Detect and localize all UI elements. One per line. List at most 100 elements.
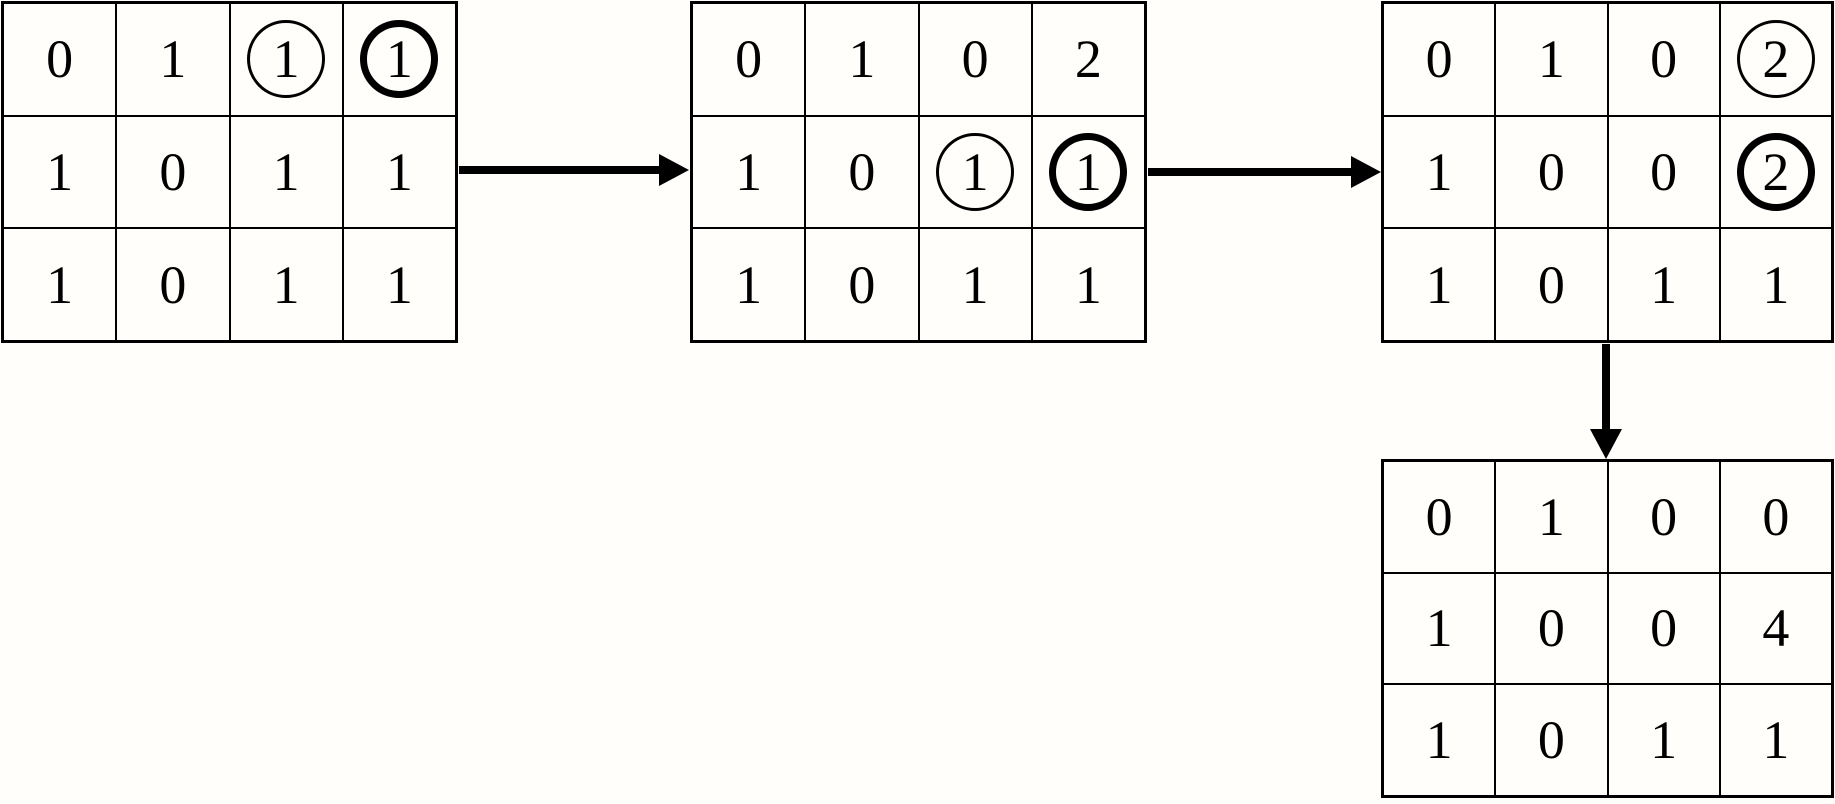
matrix-step-4: 0 1 0 0 1 0 0 4 1 0 1 1	[1381, 459, 1834, 798]
cell-value: 1	[1425, 141, 1453, 202]
grid-cell: 0	[116, 115, 230, 229]
cell-value: 4	[1762, 598, 1790, 659]
cell-value: 1	[1537, 486, 1565, 547]
grid-cell: 1	[3, 115, 117, 229]
grid-cell: 1	[342, 3, 456, 116]
grid-cell: 0	[1495, 228, 1608, 341]
grid-cell: 1	[692, 115, 806, 229]
cell-value: 0	[1650, 598, 1678, 659]
cell-value: 1	[1650, 710, 1678, 771]
arrow-head-right-icon	[1351, 156, 1381, 188]
cell-value: 0	[1537, 598, 1565, 659]
grid-cell: 1	[229, 115, 343, 229]
grid-cell: 0	[692, 3, 806, 116]
cell-value: 0	[735, 29, 763, 90]
grid-cell: 1	[1383, 228, 1496, 341]
arrow-step3-to-step4	[1590, 344, 1622, 459]
grid-cell: 0	[3, 3, 117, 116]
cell-value-circled-bold: 1	[1049, 132, 1128, 211]
grid-cell: 0	[805, 228, 919, 341]
cell-value-circled-thin: 1	[936, 132, 1015, 211]
grid-cell: 0	[1495, 684, 1608, 796]
cell-value: 1	[1762, 254, 1790, 315]
cell-value: 1	[1425, 254, 1453, 315]
cell-value: 1	[735, 254, 763, 315]
grid-cell: 1	[1031, 115, 1145, 229]
grid-cell: 1	[3, 228, 117, 341]
grid-cell: 0	[1607, 572, 1720, 685]
cell-value: 0	[1537, 254, 1565, 315]
grid-cell: 1	[1719, 228, 1832, 341]
cell-value: 1	[1537, 29, 1565, 90]
cell-value: 1	[272, 254, 300, 315]
grid-cell: 0	[1607, 115, 1720, 229]
cell-value: 0	[1650, 29, 1678, 90]
cell-value: 0	[159, 141, 187, 202]
grid-cell: 1	[1607, 684, 1720, 796]
arrow-step2-to-step3	[1148, 156, 1381, 188]
cell-value-circled-thin: 1	[247, 20, 326, 99]
cell-value: 2	[1074, 29, 1102, 90]
cell-value: 0	[46, 29, 74, 90]
grid-cell: 4	[1719, 572, 1832, 685]
grid-cell: 0	[1383, 3, 1496, 116]
cell-value: 1	[1074, 254, 1102, 315]
grid-cell: 0	[116, 228, 230, 341]
cell-value: 1	[159, 29, 187, 90]
cell-value: 0	[1650, 486, 1678, 547]
cell-value: 1	[1425, 598, 1453, 659]
cell-value-circled-bold: 1	[360, 20, 439, 99]
cell-value-circled-bold: 2	[1736, 132, 1815, 211]
grid-cell: 0	[1607, 3, 1720, 116]
cell-value: 1	[1425, 710, 1453, 771]
grid-cell: 2	[1719, 115, 1832, 229]
arrow-head-right-icon	[659, 154, 689, 186]
cell-value: 0	[1762, 486, 1790, 547]
grid-cell: 1	[229, 228, 343, 341]
grid-cell: 1	[229, 3, 343, 116]
arrow-head-down-icon	[1590, 429, 1622, 459]
cell-value-circled-thin: 2	[1736, 20, 1815, 99]
cell-value: 1	[272, 141, 300, 202]
grid-cell: 0	[1719, 461, 1832, 573]
cell-value: 1	[848, 29, 876, 90]
grid-cell: 0	[1383, 461, 1496, 573]
grid-cell: 1	[1383, 115, 1496, 229]
cell-value: 1	[735, 141, 763, 202]
cell-value: 0	[961, 29, 989, 90]
matrix-step-3: 0 1 0 2 1 0 0 2 1 0 1 1	[1381, 1, 1834, 343]
grid-cell: 1	[1495, 3, 1608, 116]
cell-value: 1	[385, 254, 413, 315]
grid-cell: 0	[1607, 461, 1720, 573]
cell-value: 0	[159, 254, 187, 315]
grid-cell: 0	[918, 3, 1032, 116]
cell-value: 0	[848, 254, 876, 315]
grid-cell: 1	[1607, 228, 1720, 341]
cell-value: 1	[46, 141, 74, 202]
cell-value: 1	[961, 254, 989, 315]
grid-cell: 0	[1495, 115, 1608, 229]
grid-cell: 1	[342, 228, 456, 341]
grid-cell: 1	[918, 228, 1032, 341]
cell-value: 1	[46, 254, 74, 315]
cell-value: 0	[1537, 141, 1565, 202]
grid-cell: 1	[1495, 461, 1608, 573]
cell-value: 0	[848, 141, 876, 202]
grid-cell: 1	[342, 115, 456, 229]
cell-value: 0	[1537, 710, 1565, 771]
grid-cell: 1	[1383, 572, 1496, 685]
grid-cell: 1	[805, 3, 919, 116]
grid-cell: 2	[1719, 3, 1832, 116]
arrow-shaft	[459, 166, 659, 174]
cell-value: 1	[1650, 254, 1678, 315]
grid-cell: 0	[1495, 572, 1608, 685]
grid-cell: 1	[1719, 684, 1832, 796]
matrix-step-2: 0 1 0 2 1 0 1 1 1 0 1 1	[690, 1, 1147, 343]
arrow-step1-to-step2	[459, 154, 689, 186]
grid-cell: 1	[692, 228, 806, 341]
matrix-step-1: 0 1 1 1 1 0 1 1 1 0 1 1	[1, 1, 458, 343]
grid-cell: 1	[918, 115, 1032, 229]
grid-cell: 1	[1383, 684, 1496, 796]
cell-value: 0	[1425, 29, 1453, 90]
cell-value: 0	[1650, 141, 1678, 202]
